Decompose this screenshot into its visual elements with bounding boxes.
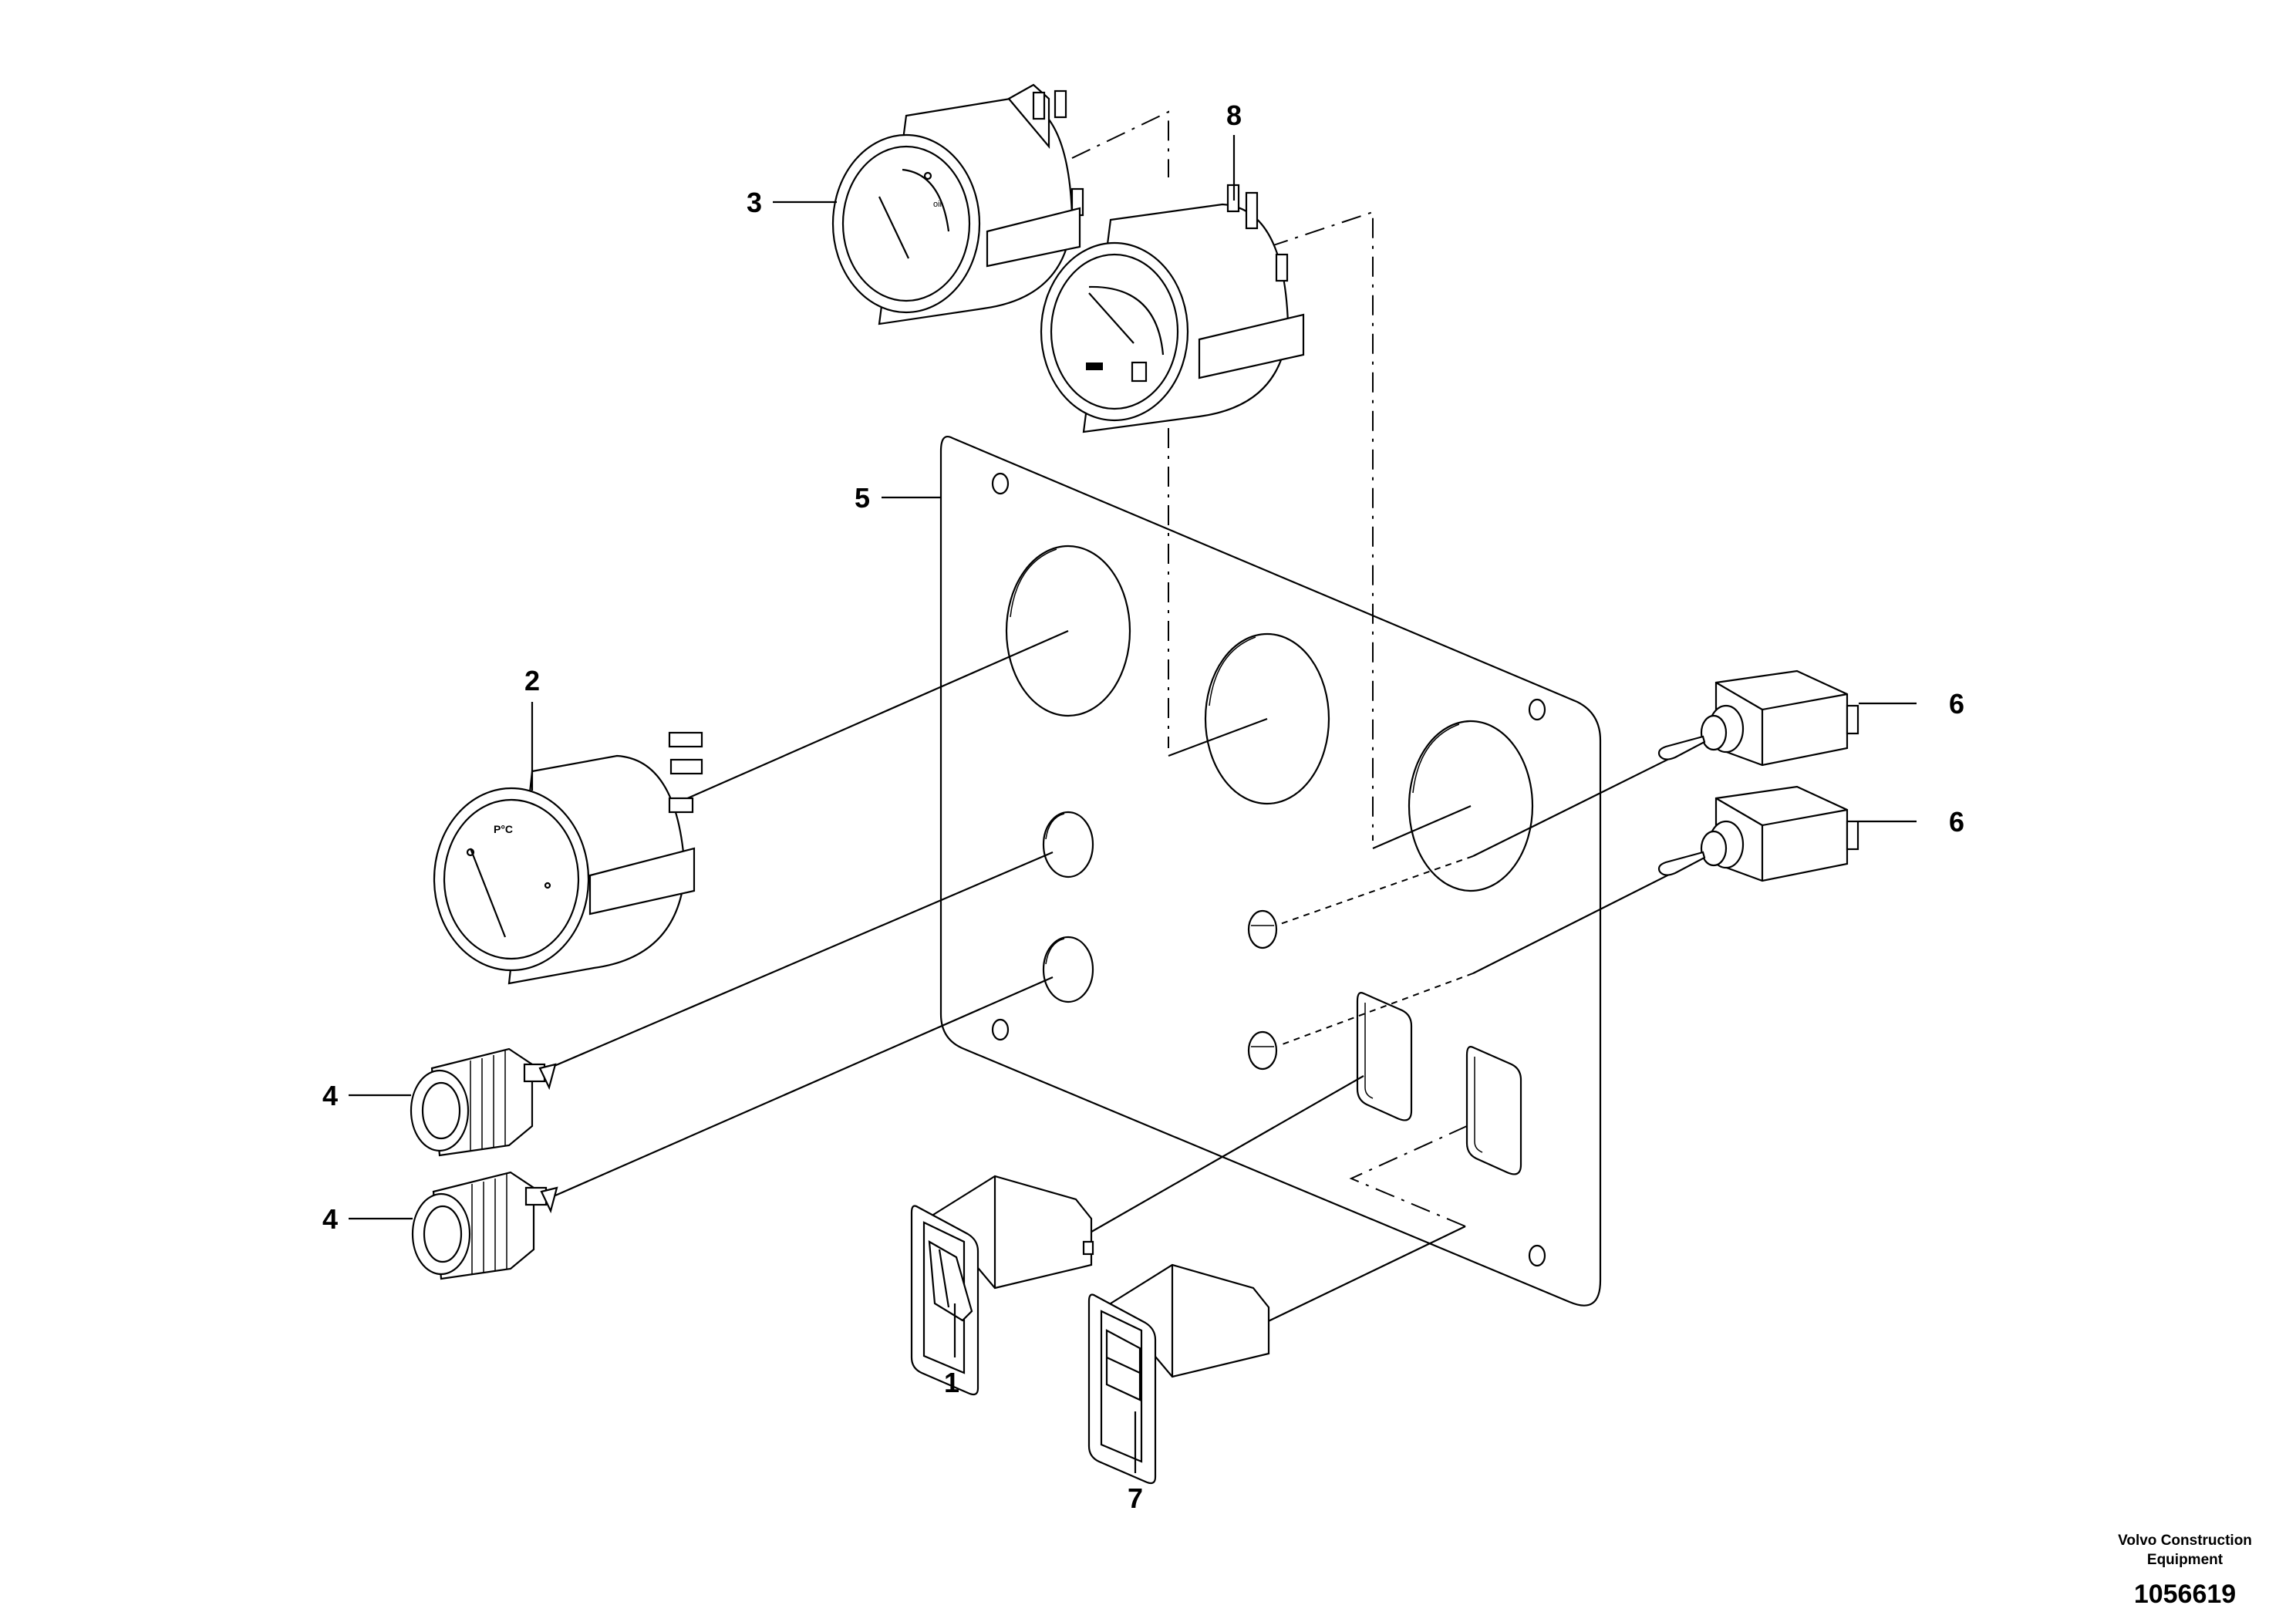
callout-1: 1	[944, 1367, 959, 1398]
indicator-lamp-upper	[410, 1047, 557, 1157]
rocker-switch-lower	[1087, 1263, 1270, 1485]
instrument-panel-plate	[939, 435, 1602, 1307]
callout-3: 3	[747, 187, 762, 218]
callout-4-lower: 4	[322, 1203, 338, 1235]
callout-6-upper: 6	[1949, 688, 1964, 720]
callout-leaders	[349, 135, 1917, 1473]
callout-6-lower: 6	[1949, 806, 1964, 838]
fuel-gauge	[1040, 184, 1305, 433]
hydraulic-temperature-gauge: P°C	[433, 731, 703, 985]
toggle-switch-upper	[1657, 669, 1859, 767]
indicator-lamp-lower	[411, 1171, 558, 1280]
brand-line-2: Equipment	[2147, 1552, 2224, 1568]
gauge-dial-mark: P°C	[494, 823, 513, 835]
callout-5: 5	[855, 482, 870, 514]
document-number: 1056619	[2134, 1580, 2236, 1609]
callout-2: 2	[524, 665, 540, 696]
brand-line-1: Volvo Construction	[2118, 1533, 2252, 1549]
callout-7: 7	[1128, 1482, 1143, 1514]
oil-temperature-gauge: oil	[831, 83, 1084, 325]
callout-8: 8	[1226, 99, 1242, 131]
toggle-switch-lower	[1657, 785, 1859, 882]
gauge-dial-mark: oil	[933, 200, 942, 209]
rocker-switch-upper	[910, 1175, 1094, 1396]
assembly-lines	[539, 110, 1676, 1327]
callout-4-upper: 4	[322, 1080, 338, 1111]
